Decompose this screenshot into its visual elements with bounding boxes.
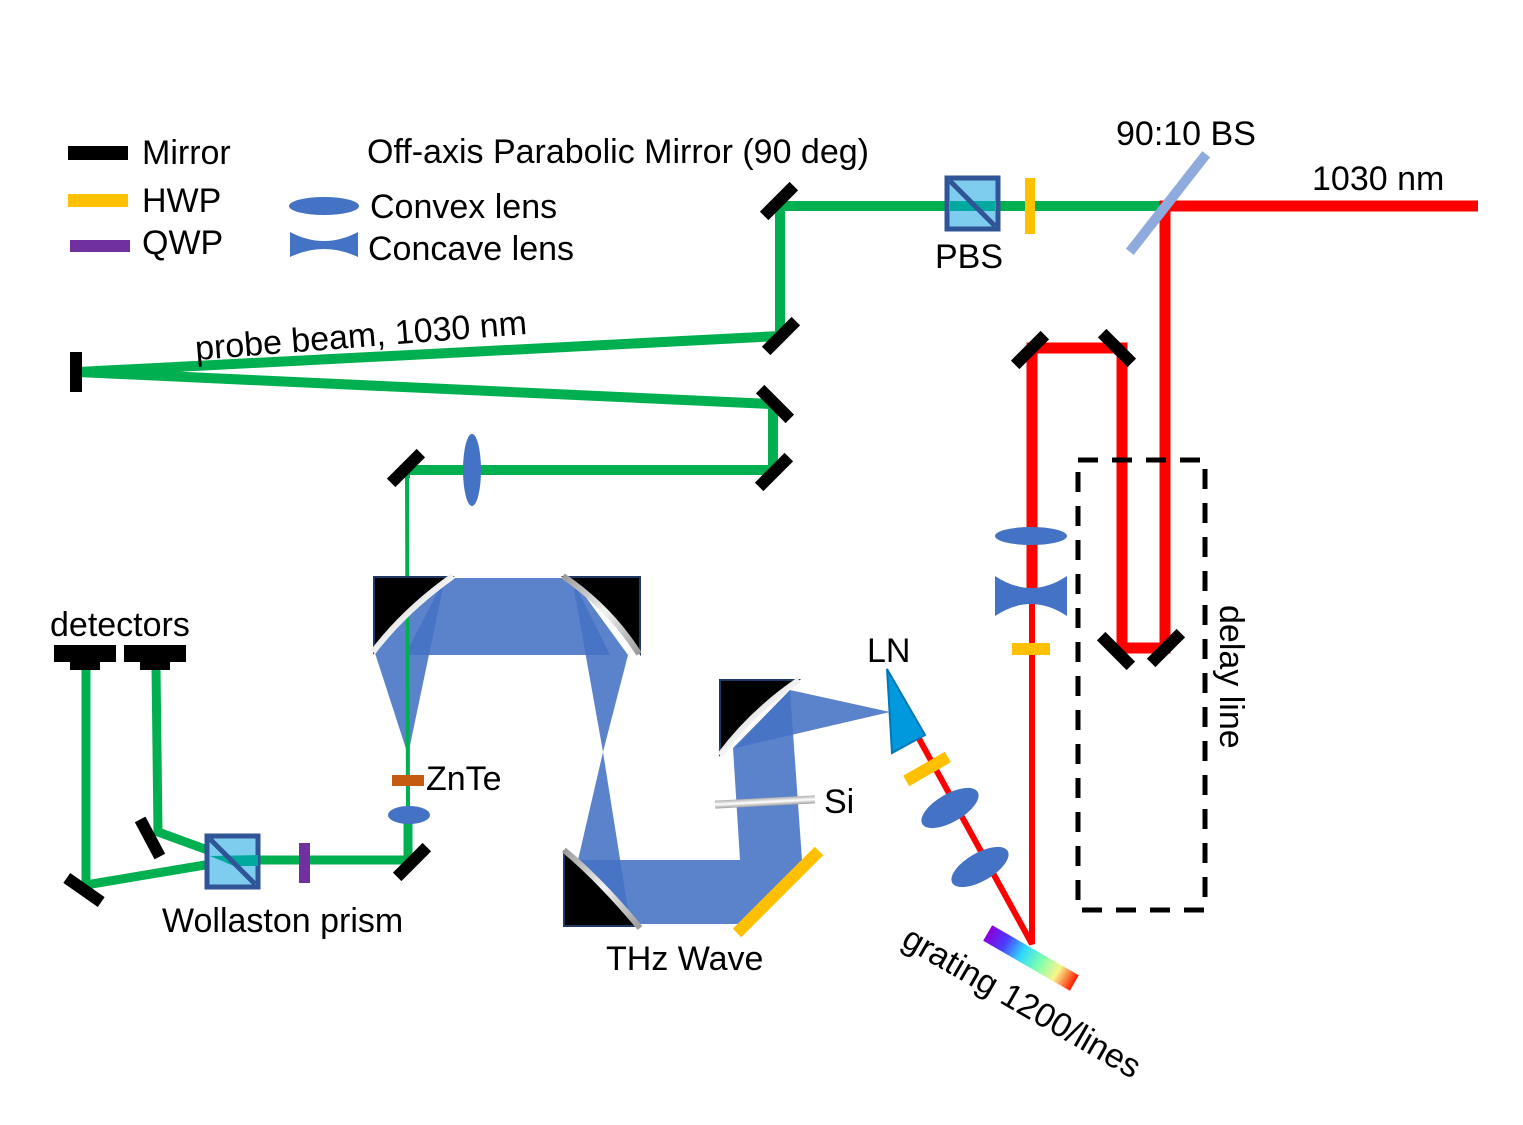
- legend-mirror-label: Mirror: [142, 134, 231, 172]
- beam-splitter-label: 90:10 BS: [1116, 115, 1256, 153]
- detector-left: [54, 645, 116, 670]
- legend-concave-label: Concave lens: [368, 230, 574, 268]
- mirror-icon: [761, 316, 801, 356]
- thz-beam-bottom: [578, 860, 802, 924]
- thz-beam-mid-cross-a: [572, 578, 628, 752]
- wollaston-prism: [204, 833, 261, 890]
- mirror-icon: [759, 181, 799, 221]
- hwp-icon: [68, 194, 128, 207]
- legend-qwp-label: QWP: [142, 224, 223, 262]
- mirror-icon: [70, 352, 82, 392]
- oap-mirror-1: [370, 573, 455, 655]
- concave-lens-icon: [995, 576, 1067, 616]
- pbs-label: PBS: [935, 238, 1003, 276]
- legend: Mirror HWP QWP Convex lens Concave lens …: [68, 133, 869, 268]
- oap-mirror-3: [562, 847, 643, 930]
- pump-beam-thin: [887, 590, 1035, 946]
- detectors-label: detectors: [50, 606, 190, 644]
- convex-lens-icon: [463, 434, 481, 506]
- pump-beam-main: [1026, 200, 1478, 654]
- ln-label: LN: [867, 632, 910, 670]
- probe-beam-detector-right: [151, 667, 237, 865]
- mirror-icon: [392, 842, 432, 882]
- detector-right: [124, 645, 186, 670]
- qwp-icon: [299, 843, 310, 883]
- labels: PBS 90:10 BS 1030 nm probe beam, 1030 nm…: [50, 115, 1444, 1086]
- silicon-wafer-icon: [714, 795, 816, 809]
- oap-mirror-4: [717, 677, 802, 757]
- convex-lens-icon: [951, 846, 1009, 888]
- hwp-icon: [732, 846, 824, 938]
- mirror-icon: [68, 146, 128, 160]
- mirror-icon: [755, 384, 795, 424]
- silicon-label: Si: [824, 783, 854, 821]
- thz-beam-to-ln: [735, 690, 890, 748]
- legend-convex-label: Convex lens: [370, 188, 557, 226]
- mirror-icon: [754, 452, 794, 492]
- hwp-icon: [1012, 643, 1050, 655]
- detectors: [54, 645, 186, 670]
- delay-line-label: delay line: [1212, 605, 1250, 749]
- ln-crystal-icon: [886, 668, 927, 755]
- probe-beam-thin: [405, 477, 410, 811]
- hwp-icon: [1025, 178, 1035, 234]
- znte-crystal-icon: [392, 775, 424, 786]
- legend-hwp-label: HWP: [142, 182, 221, 220]
- znte-label: ZnTe: [426, 760, 502, 798]
- thz-wave-label: THz Wave: [606, 940, 763, 978]
- mirror-icon: [63, 873, 105, 907]
- grating-icon: [983, 925, 1079, 991]
- optics: [204, 151, 1211, 991]
- convex-lens-icon: [388, 806, 430, 824]
- oap-mirror-2: [560, 573, 642, 657]
- mirror-icon: [1010, 330, 1050, 370]
- delay-line-box: [1075, 457, 1208, 913]
- beam-splitter-icon: [1125, 151, 1211, 255]
- thz-beam-top: [405, 578, 610, 655]
- pbs-cube: [944, 175, 1001, 232]
- mirror-icon: [386, 448, 426, 488]
- convex-lens-icon: [995, 527, 1067, 545]
- mirror-icon: [1146, 628, 1186, 668]
- hwp-icon: [903, 751, 951, 787]
- mirror-icon: [134, 816, 166, 860]
- concave-lens-icon: [290, 232, 358, 257]
- oap-mirrors: [370, 573, 802, 930]
- oap-label: Off-axis Parabolic Mirror (90 deg): [367, 133, 869, 171]
- probe-beam-to-wollaston: [235, 810, 413, 865]
- wollaston-prism-label: Wollaston prism: [162, 902, 403, 940]
- source-wavelength-label: 1030 nm: [1312, 160, 1444, 198]
- probe-beam: [77, 201, 1170, 891]
- mirror-icon: [1096, 631, 1136, 671]
- convex-lens-icon: [921, 787, 979, 829]
- qwp-icon: [70, 240, 130, 252]
- thz-beam: [374, 578, 890, 924]
- mirrors: [63, 181, 1186, 907]
- convex-lens-icon: [289, 197, 359, 215]
- mirror-icon: [1097, 328, 1137, 368]
- pump-beam: [887, 200, 1478, 946]
